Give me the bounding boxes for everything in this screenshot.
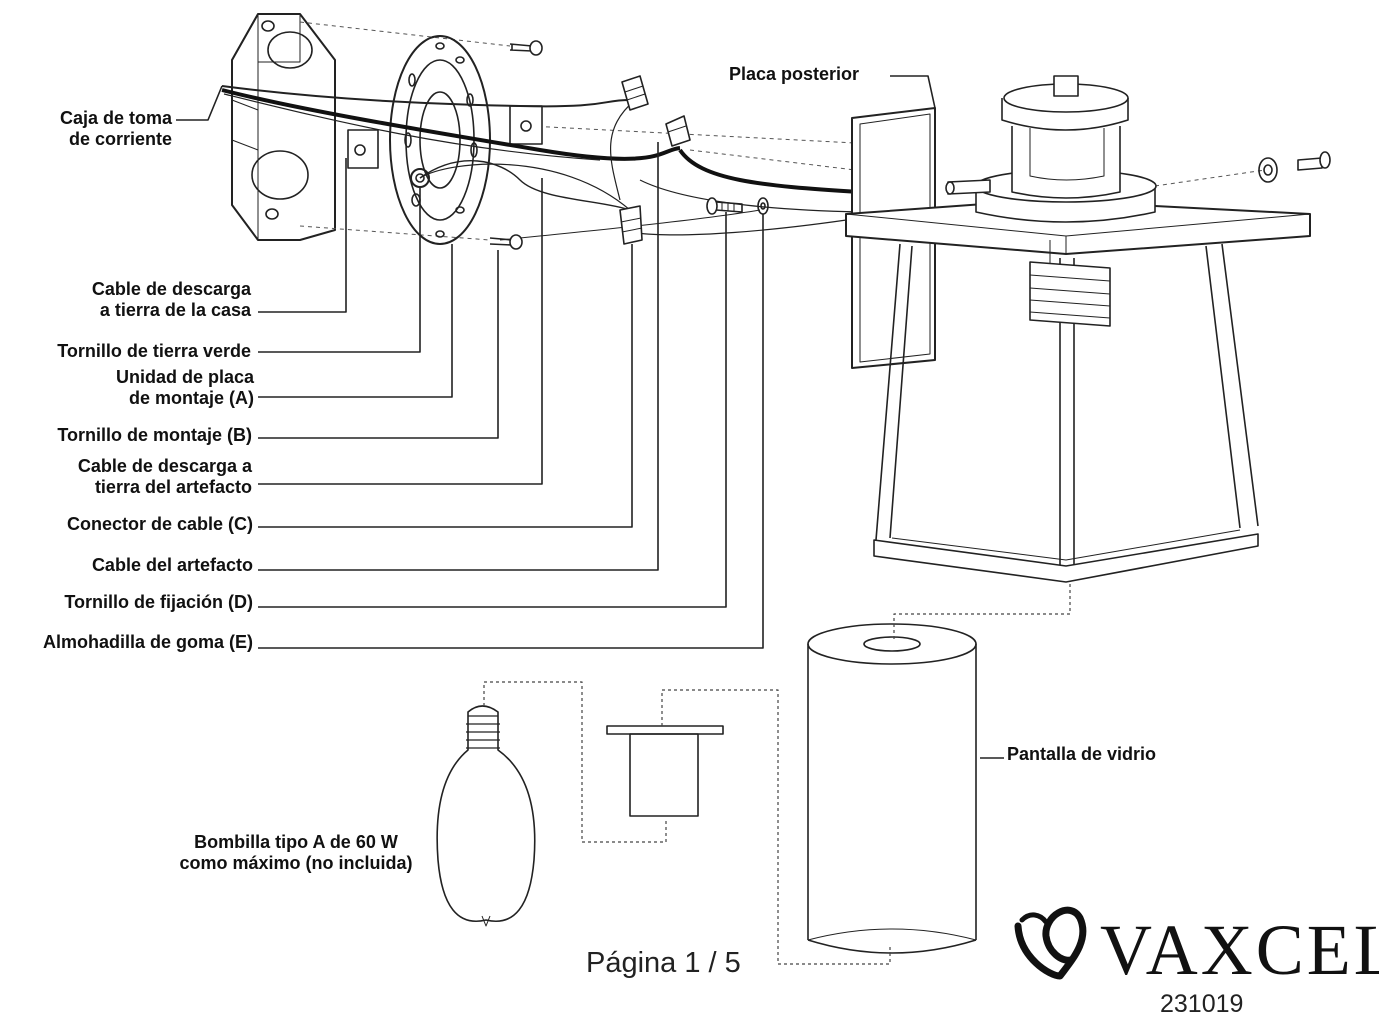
label-line: Cable de descarga a xyxy=(77,456,252,476)
bulb xyxy=(436,705,536,927)
label-fixing-screw: Tornillo de fijación (D) xyxy=(64,592,253,612)
label-line: Caja de toma xyxy=(59,108,172,128)
page-number: Página 1 / 5 xyxy=(586,947,741,979)
model-number: 231019 xyxy=(1160,990,1244,1018)
label-line: de montaje (A) xyxy=(128,388,254,408)
mounting-plate xyxy=(347,35,543,245)
wire-connectors xyxy=(619,75,691,245)
label-line: Bombilla tipo A de 60 W xyxy=(194,832,398,852)
socket-cup xyxy=(606,725,724,817)
vaxcel-logo-mark xyxy=(1014,906,1087,980)
label-house-ground-wire: Cable de descarga a tierra de la casa xyxy=(20,279,251,321)
label-mounting-screw: Tornillo de montaje (B) xyxy=(57,425,252,445)
label-outlet-box: Caja de toma de corriente xyxy=(30,108,172,150)
label-bulb: Bombilla tipo A de 60 W como máximo (no … xyxy=(156,832,436,874)
label-line: tierra del artefacto xyxy=(94,477,252,497)
label-mounting-plate-unit: Unidad de placa de montaje (A) xyxy=(40,367,254,409)
label-fixture-wire: Cable del artefacto xyxy=(91,555,253,575)
finial-screw xyxy=(1258,151,1331,183)
mounting-screws xyxy=(489,40,543,250)
label-line: como máximo (no incluida) xyxy=(179,853,413,873)
label-line: de corriente xyxy=(68,129,172,149)
label-line: a tierra de la casa xyxy=(99,300,251,320)
label-wire-connector: Conector de cable (C) xyxy=(66,514,253,534)
leader-lines xyxy=(176,75,1004,759)
brand-logo-text: VAXCEL xyxy=(1100,910,1379,990)
fixture xyxy=(845,75,1311,583)
outlet-box xyxy=(231,13,336,241)
label-glass-shade: Pantalla de vidrio xyxy=(1007,744,1157,764)
label-back-plate: Placa posterior xyxy=(729,64,860,84)
label-line: Unidad de placa xyxy=(115,367,254,387)
label-green-ground-screw: Tornillo de tierra verde xyxy=(57,341,251,361)
label-line: Cable de descarga xyxy=(91,279,251,299)
label-rubber-pad: Almohadilla de goma (E) xyxy=(42,632,253,652)
glass-shade xyxy=(807,623,977,954)
fixing-screw-and-pad xyxy=(706,197,769,215)
label-fixture-ground-wire: Cable de descarga a tierra del artefacto xyxy=(20,456,252,498)
